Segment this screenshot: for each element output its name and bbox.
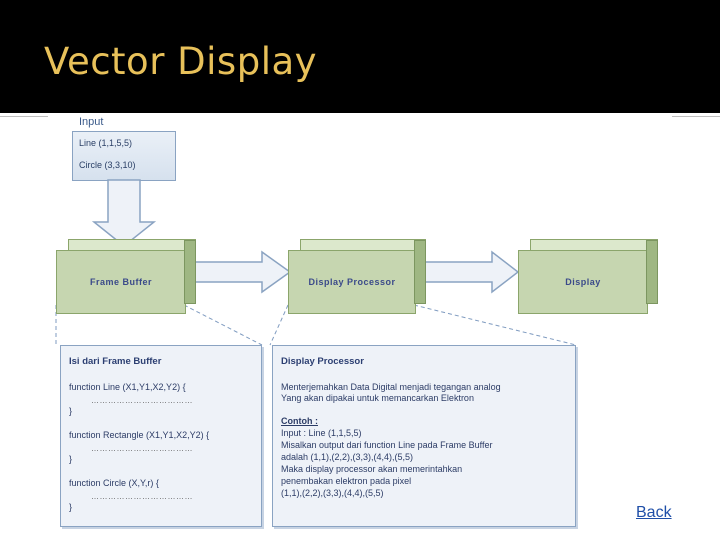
dp-example-2: Misalkan output dari function Line pada … bbox=[281, 440, 493, 450]
dp-desc-2: Yang akan dipakai untuk memancarkan Elek… bbox=[281, 393, 474, 403]
display-box-side bbox=[646, 240, 658, 304]
dp-example-1: Input : Line (1,1,5,5) bbox=[281, 428, 362, 438]
back-link[interactable]: Back bbox=[636, 504, 672, 521]
dp-example-4: Maka display processor akan memerintahka… bbox=[281, 464, 463, 474]
function-rectangle-body: ……………………………… bbox=[91, 444, 193, 453]
dp-example-3: adalah (1,1),(2,2),(3,3),(4,4),(5,5) bbox=[281, 452, 414, 462]
function-line-close: } bbox=[69, 406, 73, 416]
display-processor-box-side bbox=[414, 240, 426, 304]
input-line-2: Circle (3,3,10) bbox=[79, 160, 136, 170]
dp-example-head: Contoh : bbox=[281, 416, 318, 426]
function-rectangle-close: } bbox=[69, 454, 73, 464]
frame-buffer-box: Frame Buffer bbox=[56, 250, 186, 314]
down-arrow bbox=[91, 179, 157, 247]
display-processor-panel-title: Display Processor bbox=[281, 356, 364, 367]
frame-buffer-label: Frame Buffer bbox=[89, 277, 152, 287]
function-line-head: function Line (X1,Y1,X2,Y2) { bbox=[69, 382, 186, 392]
display-box: Display bbox=[518, 250, 648, 314]
input-box: Line (1,1,5,5) Circle (3,3,10) bbox=[72, 131, 176, 181]
connector-dp-left bbox=[269, 304, 289, 346]
slide-title: Vector Display bbox=[44, 40, 318, 83]
right-arrow-2 bbox=[417, 250, 520, 294]
frame-buffer-panel-title: Isi dari Frame Buffer bbox=[69, 356, 162, 367]
divider-left bbox=[0, 116, 48, 117]
dp-example-6: (1,1),(2,2),(3,3),(4,4),(5,5) bbox=[281, 488, 384, 498]
frame-buffer-box-side bbox=[184, 240, 196, 304]
function-circle-close: } bbox=[69, 502, 73, 512]
display-processor-label: Display Processor bbox=[308, 277, 396, 287]
frame-buffer-panel: Isi dari Frame Buffer function Line (X1,… bbox=[60, 345, 262, 527]
title-bar bbox=[0, 0, 720, 113]
divider-right bbox=[672, 116, 720, 117]
input-line-1: Line (1,1,5,5) bbox=[79, 138, 133, 148]
function-line-body: ……………………………… bbox=[91, 396, 193, 405]
connector-fb-right bbox=[183, 304, 263, 346]
right-arrow-1 bbox=[189, 250, 292, 294]
input-label: Input bbox=[79, 116, 104, 128]
display-processor-box: Display Processor bbox=[288, 250, 416, 314]
function-circle-body: ……………………………… bbox=[91, 492, 193, 501]
dp-desc-1: Menterjemahkan Data Digital menjadi tega… bbox=[281, 382, 501, 392]
display-label: Display bbox=[565, 277, 601, 287]
display-processor-panel: Display Processor Menterjemahkan Data Di… bbox=[272, 345, 576, 527]
function-rectangle-head: function Rectangle (X1,Y1,X2,Y2) { bbox=[69, 430, 210, 440]
dp-example-5: penembakan elektron pada pixel bbox=[281, 476, 412, 486]
function-circle-head: function Circle (X,Y,r) { bbox=[69, 478, 159, 488]
